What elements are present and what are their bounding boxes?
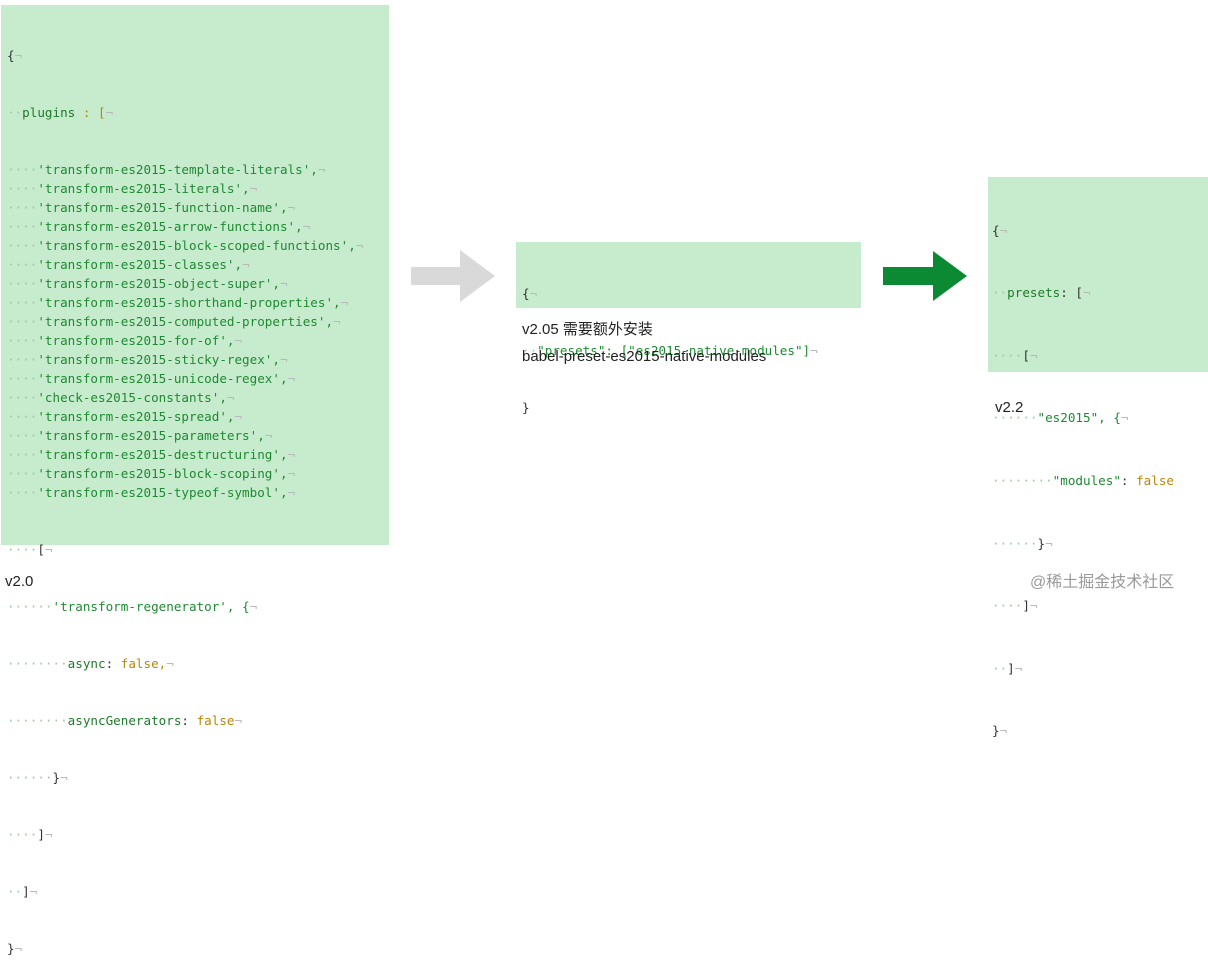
- watermark: @稀土掘金技术社区: [1030, 574, 1175, 591]
- plugin-item: ····'transform-es2015-typeof-symbol',¬: [7, 485, 296, 500]
- caption-v2-0: v2.0: [5, 573, 34, 590]
- code-line: ··]¬: [7, 884, 38, 899]
- plugin-name: 'transform-es2015-unicode-regex',: [37, 371, 288, 386]
- code-line: ········asyncGenerators: false¬: [7, 713, 243, 728]
- async-generators-key: asyncGenerators: [67, 713, 182, 728]
- code-line: ······}¬: [7, 770, 68, 785]
- plugin-name: 'transform-es2015-function-name',: [37, 200, 288, 215]
- presets-key: presets: [1007, 285, 1061, 301]
- open-brace: {: [992, 222, 1000, 238]
- presets-key: "presets": [537, 343, 606, 358]
- async-generators-value: false: [196, 713, 235, 728]
- plugin-name: 'transform-es2015-literals',: [37, 181, 250, 196]
- code-line: }¬: [7, 941, 23, 956]
- code-line: ······"es2015", {¬: [992, 410, 1129, 426]
- plugin-item: ····'transform-es2015-classes',¬: [7, 257, 250, 272]
- plugin-name: 'transform-es2015-arrow-functions',: [37, 219, 303, 234]
- plugin-name: 'transform-es2015-shorthand-properties',: [37, 295, 341, 310]
- code-line: ······'transform-regenerator', {¬: [7, 599, 258, 614]
- plugin-name: 'transform-es2015-sticky-regex',: [37, 352, 280, 367]
- es2015-entry: "es2015", {: [1037, 410, 1121, 426]
- code-line: {¬: [7, 48, 23, 63]
- plugin-item: ····'check-es2015-constants',¬: [7, 390, 235, 405]
- caption-v2-05: v2.05 需要额外安装: [522, 321, 653, 338]
- plugin-name: 'transform-es2015-typeof-symbol',: [37, 485, 288, 500]
- code-line: ····[¬: [992, 347, 1038, 363]
- plugin-item: ····'transform-es2015-computed-propertie…: [7, 314, 341, 329]
- close-brace: }: [522, 400, 530, 415]
- plugin-item: ····'transform-es2015-spread',¬: [7, 409, 243, 424]
- regenerator-entry: 'transform-regenerator', {: [52, 599, 250, 614]
- inner-array-open: [: [1022, 347, 1030, 363]
- code-panel-v2-0: {¬ ··plugins : [¬ ····'transform-es2015-…: [1, 5, 389, 956]
- plugin-item: ····'transform-es2015-arrow-functions',¬: [7, 219, 311, 234]
- plugin-item: ····'transform-es2015-template-literals'…: [7, 162, 326, 177]
- plugin-item: ····'transform-es2015-block-scoped-funct…: [7, 238, 364, 253]
- inner-object-close: }: [52, 770, 61, 785]
- code-line: ········"modules": false: [992, 472, 1175, 488]
- plugin-list: ····'transform-es2015-template-literals'…: [7, 160, 389, 502]
- async-value: false,: [120, 656, 167, 671]
- presets-close: ]: [1007, 660, 1015, 676]
- plugin-name: 'transform-es2015-parameters',: [37, 428, 265, 443]
- modules-value: false: [1136, 472, 1175, 488]
- code-line: ··presets: [¬: [992, 285, 1091, 301]
- code-line: ······}¬: [992, 535, 1053, 551]
- object-close: }: [1037, 535, 1046, 551]
- plugin-name: 'transform-es2015-object-super',: [37, 276, 280, 291]
- code-panel-v2-05: {¬ ··"presets": ["es2015-native-modules"…: [516, 242, 861, 415]
- code-line: }: [522, 398, 861, 417]
- code-line: ····]¬: [7, 827, 53, 842]
- open-brace: {: [7, 48, 15, 63]
- plugin-name: 'check-es2015-constants',: [37, 390, 227, 405]
- plugin-item: ····'transform-es2015-block-scoping',¬: [7, 466, 296, 481]
- code-line: ··]¬: [992, 660, 1023, 676]
- plugin-item: ····'transform-es2015-for-of',¬: [7, 333, 243, 348]
- close-brace: }: [7, 941, 15, 956]
- code-line: ····]¬: [992, 598, 1038, 614]
- green-arrow-icon: [883, 251, 967, 301]
- code-line: ········async: false,¬: [7, 656, 174, 671]
- code-line: ··"presets": ["es2015-native-modules"]¬: [522, 343, 818, 358]
- plugin-name: 'transform-es2015-template-literals',: [37, 162, 318, 177]
- code-line: ··plugins : [¬: [7, 105, 114, 120]
- caption-v2-05-package: babel-preset-es2015-native-modules: [522, 348, 767, 365]
- plugins-key: plugins: [22, 105, 76, 120]
- caption-v2-2: v2.2: [995, 399, 1024, 416]
- plugin-item: ····'transform-es2015-function-name',¬: [7, 200, 296, 215]
- plugin-name: 'transform-es2015-block-scoping',: [37, 466, 288, 481]
- plugin-name: 'transform-es2015-block-scoped-functions…: [37, 238, 356, 253]
- code-line: ····[¬: [7, 542, 53, 557]
- plugin-name: 'transform-es2015-spread',: [37, 409, 235, 424]
- plugin-name: 'transform-es2015-computed-properties',: [37, 314, 334, 329]
- plugin-item: ····'transform-es2015-unicode-regex',¬: [7, 371, 296, 386]
- plugin-item: ····'transform-es2015-sticky-regex',¬: [7, 352, 288, 367]
- plugin-name: 'transform-es2015-classes',: [37, 257, 243, 272]
- inner-array-open: [: [37, 542, 45, 557]
- plugin-item: ····'transform-es2015-shorthand-properti…: [7, 295, 349, 310]
- async-key: async: [67, 656, 106, 671]
- gray-arrow-icon: [411, 250, 495, 302]
- plugins-close: ]: [22, 884, 30, 899]
- plugin-item: ····'transform-es2015-parameters',¬: [7, 428, 273, 443]
- presets-colon: : [: [1060, 285, 1083, 301]
- plugin-item: ····'transform-es2015-object-super',¬: [7, 276, 288, 291]
- close-brace: }: [992, 723, 1000, 739]
- code-line: {¬: [992, 222, 1008, 238]
- code-line: }¬: [992, 723, 1008, 739]
- plugins-colon: : [: [75, 105, 106, 120]
- inner-array-close: ]: [37, 827, 45, 842]
- plugin-name: 'transform-es2015-destructuring',: [37, 447, 288, 462]
- plugin-item: ····'transform-es2015-destructuring',¬: [7, 447, 296, 462]
- code-line: {¬: [522, 286, 538, 301]
- presets-value: : ["es2015-native-modules"]: [605, 343, 811, 358]
- plugin-item: ····'transform-es2015-literals',¬: [7, 181, 258, 196]
- open-brace: {: [522, 286, 530, 301]
- code-panel-v2-2: {¬ ··presets: [¬ ····[¬ ······"es2015", …: [988, 177, 1208, 738]
- plugin-name: 'transform-es2015-for-of',: [37, 333, 235, 348]
- modules-key: "modules": [1052, 472, 1121, 488]
